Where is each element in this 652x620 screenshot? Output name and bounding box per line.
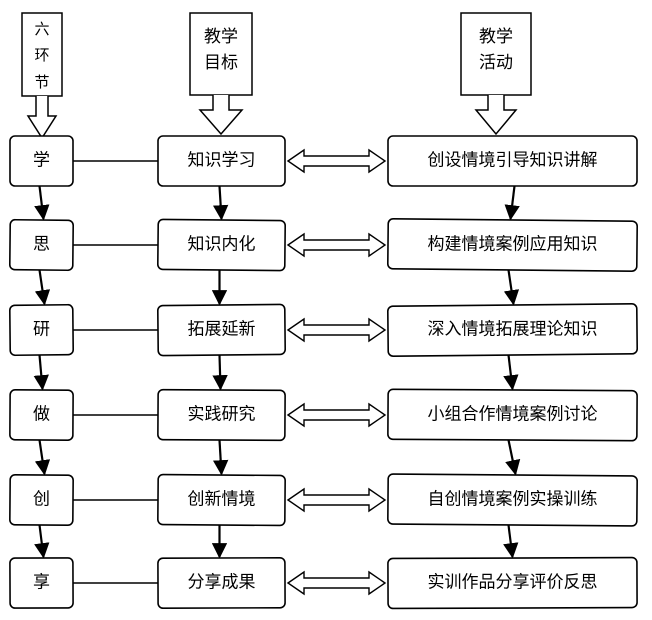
flow-arrow [503, 269, 520, 306]
activity-label: 实训作品分享评价反思 [427, 572, 598, 593]
goal-label: 实践研究 [187, 404, 256, 425]
goal-label: 知识学习 [187, 150, 256, 171]
flow-arrow [33, 354, 49, 391]
hollow-arrow-stages [26, 96, 58, 140]
activity-label: 深入情境拓展理论知识 [427, 319, 598, 340]
flow-arrow [212, 439, 229, 476]
flow-arrow [504, 185, 520, 221]
header-stages-char: 环 [34, 46, 50, 65]
stage-label: 学 [33, 150, 50, 171]
flow-arrow [505, 439, 521, 476]
stage-label: 享 [33, 572, 50, 593]
header-activities-line: 活动 [479, 52, 513, 73]
double-arrow [286, 148, 387, 174]
flow-arrow [503, 524, 519, 559]
stage-label: 研 [33, 319, 50, 340]
activity-label: 构建情境案例应用知识 [427, 234, 598, 255]
hollow-arrow-goals [198, 95, 244, 136]
flow-arrow [503, 354, 519, 391]
activity-label: 自创情境案例实操训练 [427, 489, 598, 510]
double-arrow [286, 570, 387, 596]
header-stages-char: 节 [34, 72, 50, 91]
activity-label: 创设情境引导知识讲解 [427, 150, 598, 171]
flow-arrow [212, 185, 229, 221]
double-arrow [286, 487, 387, 513]
header-stages: 六 环 节 [34, 16, 49, 95]
header-goals-line: 教学 [204, 27, 238, 47]
goal-label: 分享成果 [187, 572, 256, 593]
header-goals-line: 目标 [204, 52, 238, 73]
flow-arrow [34, 524, 50, 559]
flow-arrow [34, 269, 51, 306]
goal-label: 拓展延新 [187, 319, 256, 340]
stage-label: 创 [33, 489, 50, 510]
activity-label: 小组合作情境案例讨论 [427, 404, 598, 425]
activity-box [387, 135, 638, 187]
header-goals: 教学 目标 [204, 25, 238, 76]
double-arrow [286, 317, 387, 343]
double-arrow [286, 232, 387, 258]
header-activities-line: 教学 [479, 27, 513, 47]
flow-arrow [212, 354, 228, 391]
header-stages-char: 六 [34, 20, 50, 38]
header-box-goals [189, 12, 253, 96]
flow-arrow [34, 185, 50, 221]
header-activities: 教学 活动 [479, 25, 513, 76]
hollow-arrow-activities [474, 95, 518, 136]
goal-label: 创新情境 [187, 489, 256, 510]
stage-label: 做 [33, 404, 50, 425]
header-box-stages [21, 12, 63, 97]
header-box-activities [460, 12, 532, 96]
flow-arrow [34, 439, 51, 476]
double-arrow [286, 402, 387, 428]
goal-label: 知识内化 [187, 234, 256, 255]
stage-label: 思 [33, 234, 50, 255]
